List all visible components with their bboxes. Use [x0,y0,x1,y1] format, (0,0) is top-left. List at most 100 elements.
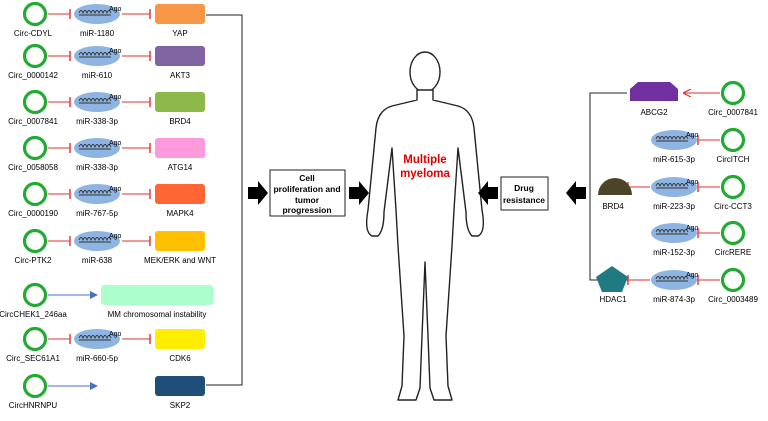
inhibition-arrow [48,143,71,153]
inhibition-arrow [122,236,151,246]
circrna-label: Circ_SEC61A1 [6,354,60,363]
target-label: YAP [172,29,187,38]
mirna-label: miR-610 [82,71,113,80]
circrna-ring-icon [22,326,48,352]
mirna-ago-icon: Ago [74,138,122,158]
target-box [155,231,205,251]
target-label: AKT3 [170,71,191,80]
right-pathway-row: CircITCH Ago miR-615-3p [651,127,750,164]
mirna-ago-icon: Ago [74,92,122,112]
drug-resistance-line2: resistance [503,195,545,205]
inhibition-arrow [122,97,151,107]
circrna-ring-icon [22,228,48,254]
ago-label: Ago [686,272,699,279]
mirna-label: miR-152-3p [653,248,695,257]
cell-proliferation-line1: Cell [299,173,315,183]
target-label: SKP2 [170,401,191,410]
inhibition-arrow [697,182,720,192]
circrna-ring-icon [720,80,746,106]
human-body-icon [365,51,485,401]
mirna-ago-icon: Ago [651,270,699,290]
ago-label: Ago [109,186,122,193]
target-label: ATG14 [168,163,193,172]
circrna-ring-icon [22,373,48,399]
circrna-ring-icon [22,1,48,27]
cell-proliferation-box [269,169,346,217]
target-box [155,4,205,24]
circrna-label: Circ_0000190 [8,209,58,218]
target-label: BRD4 [602,202,624,211]
circrna-label: Circ_0058058 [8,163,58,172]
circrna-ring-icon [720,220,746,246]
circrna-label: CircITCH [717,155,750,164]
left-box-to-body-arrow [349,181,369,205]
mirna-ago-icon: Ago [74,4,122,24]
mirna-ago-icon: Ago [74,184,122,204]
circrna-ring-icon [22,89,48,115]
inhibition-arrow [122,9,151,19]
inhibition-arrow [697,135,720,145]
circrna-ring-icon [22,43,48,69]
mirna-ago-icon: Ago [651,177,699,197]
circrna-label: CircHNRNPU [9,401,58,410]
target-label: CDK6 [169,354,191,363]
circrna-ring-icon [720,267,746,293]
mirna-label: miR-338-3p [76,163,118,172]
mirna-label: miR-615-3p [653,155,695,164]
mirna-label: miR-660-5p [76,354,118,363]
circrna-label: Circ-CCT3 [714,202,752,211]
mirna-ago-icon: Ago [651,130,699,150]
target-label: ABCG2 [640,108,668,117]
circrna-ring-icon [22,282,48,308]
target-box [155,46,205,66]
mirna-label: miR-223-3p [653,202,695,211]
circrna-label: Circ_0003489 [708,295,758,304]
ago-label: Ago [686,179,699,186]
inhibition-arrow [122,334,151,344]
cell-proliferation-line4: progression [282,205,331,215]
circrna-label: Circ-PTK2 [15,256,52,265]
drug-resistance-box [500,176,549,211]
mirna-ago-icon: Ago [651,223,699,243]
left-bracket-line [206,14,243,386]
circrna-ring-icon [22,181,48,207]
target-label: HDAC1 [599,295,627,304]
mirna-ago-icon: Ago [74,231,122,251]
right-box-input-arrow [566,181,586,205]
circrna-label: Circ-CDYL [14,29,53,38]
cell-proliferation-line3: tumor [295,195,320,205]
inhibition-arrow [627,275,650,285]
abcg2-shape [630,82,678,101]
target-label: MM chromosomal instability [108,310,207,319]
inhibition-arrow [48,97,71,107]
inhibition-arrow [48,189,71,199]
target-label: MAPK4 [166,209,194,218]
target-label: BRD4 [169,117,191,126]
inhibition-arrow [122,143,151,153]
inhibition-arrow [122,189,151,199]
drug-resistance-line1: Drug [514,183,534,193]
ago-label: Ago [109,233,122,240]
ago-label: Ago [109,6,122,13]
inhibition-arrow [48,236,71,246]
center-title-line1: Multiple [403,154,446,166]
target-box [155,138,205,158]
target-box [155,376,205,396]
left-pathway-row: CircHNRNPU SKP2 [9,373,205,410]
mirna-ago-icon: Ago [74,46,122,66]
target-box [155,92,205,112]
inhibition-arrow [697,228,720,238]
target-box [101,285,213,305]
inhibition-arrow [48,334,71,344]
ago-label: Ago [109,94,122,101]
mirna-ago-icon: Ago [74,329,122,349]
